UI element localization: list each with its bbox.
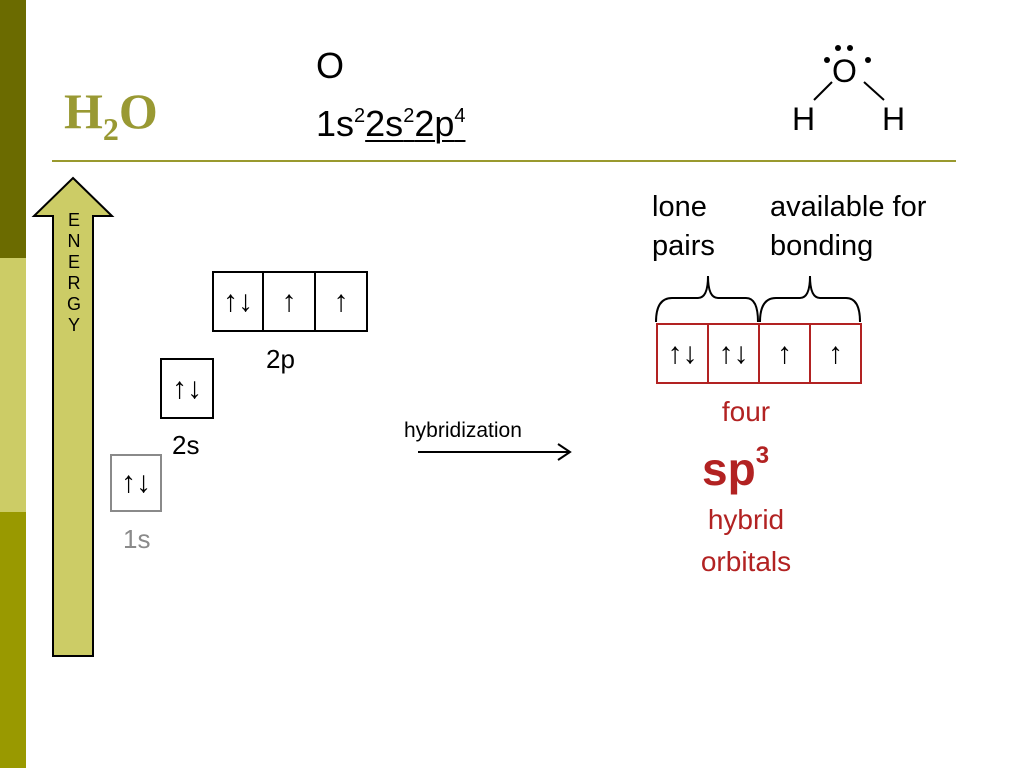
hybrid-orbital-box-3: ↑ [758,323,811,384]
electron-configuration: 1s22s22p4 [316,103,466,144]
hybrid-name: sp3 [702,442,770,495]
bond-left [813,81,833,101]
hybridization-label: hybridization [404,419,522,442]
bonding-brace [759,275,861,323]
lewis-hydrogen-right: H [882,101,905,137]
orbital-1s-label: 1s [123,524,151,554]
hybridization-arrow [418,443,572,461]
lone-pair-dots [824,45,871,63]
hybrid-descriptor-2: orbitals [700,546,792,577]
hybrid-descriptor-1: hybrid [707,504,785,535]
lewis-structure: O H H [792,45,905,137]
hybrid-orbital-box-2: ↑↓ [707,323,760,384]
lone-pairs-brace [655,275,759,323]
orbital-2p-label: 2p [266,344,295,374]
energy-axis-label: E N E R G Y [66,210,81,335]
energy-arrow [31,176,115,657]
title-divider [52,160,956,162]
group-braces [655,275,861,323]
hybrid-orbital-box-1: ↑↓ [656,323,709,384]
slide-title: H2O [64,83,158,147]
side-strip-top [0,0,26,258]
orbital-2p-box-1: ↑↓ [212,271,264,332]
orbital-2p-box-3: ↑ [314,271,368,332]
element-symbol: O [316,45,345,86]
side-strip-bottom [0,512,26,768]
lewis-hydrogen-left: H [792,101,815,137]
hybrid-orbital-box-4: ↑ [809,323,862,384]
side-strip-middle [0,258,26,512]
lewis-oxygen: O [832,53,857,89]
orbital-2p-box-2: ↑ [262,271,316,332]
orbital-1s-box: ↑↓ [110,454,162,512]
hybrid-count: four [721,396,771,427]
orbital-2s-box: ↑↓ [160,358,214,419]
orbital-2s-label: 2s [172,430,200,460]
bond-right [863,81,885,101]
